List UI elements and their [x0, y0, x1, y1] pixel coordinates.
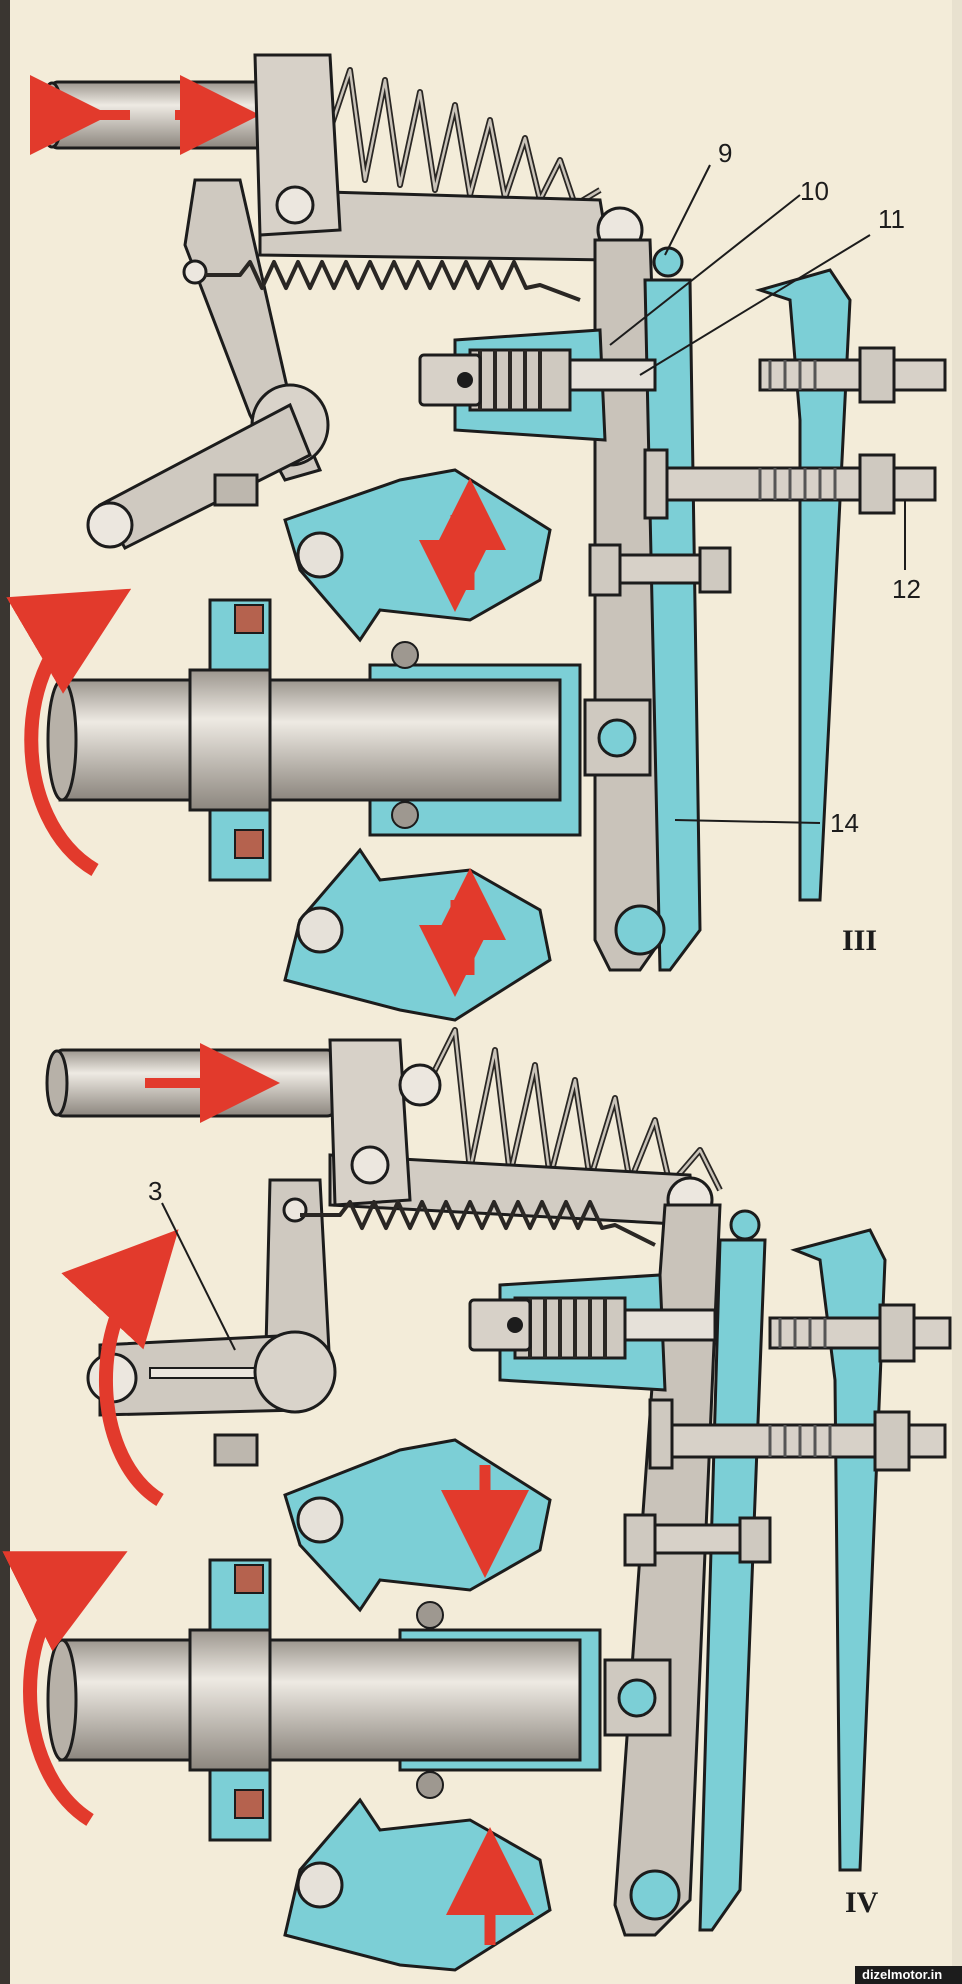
adjusting-screws [623, 1228, 952, 1872]
bent-lever [86, 1178, 337, 1467]
adjusting-screws [588, 268, 947, 902]
label-10: 10 [800, 176, 829, 206]
label-9: 9 [718, 138, 732, 168]
red-curved-rotation-arrow-icon [2, 1551, 128, 1826]
governor-lever [613, 1203, 767, 1937]
starting-spring [300, 1200, 656, 1247]
watermark-text: dizelmotor.in [862, 1967, 942, 1982]
main-spring [427, 1027, 723, 1192]
starting-spring [205, 260, 581, 302]
red-curved-rotation-arrow-icon [61, 1229, 179, 1506]
governor-position-iv: 3 IV [2, 1027, 952, 1972]
bent-lever [86, 178, 330, 550]
spring-capsule [418, 328, 657, 442]
rod-clevis [328, 1038, 442, 1207]
rod-clevis [253, 53, 342, 237]
position-label-iii: III [842, 924, 877, 957]
main-spring [327, 67, 602, 208]
position-label-iv: IV [845, 1886, 879, 1919]
red-curved-rotation-arrow-icon [6, 588, 132, 877]
label-3: 3 [148, 1176, 162, 1206]
control-rod [45, 1043, 337, 1123]
label-12: 12 [892, 574, 921, 604]
label-11: 11 [878, 204, 905, 234]
governor-position-iii: 9 10 11 12 14 III [6, 53, 947, 1022]
label-14: 14 [830, 808, 859, 838]
watermark: dizelmotor.in [855, 1966, 962, 1984]
governor-lever [593, 238, 702, 972]
spring-capsule [468, 1273, 717, 1392]
control-rod [30, 75, 282, 155]
